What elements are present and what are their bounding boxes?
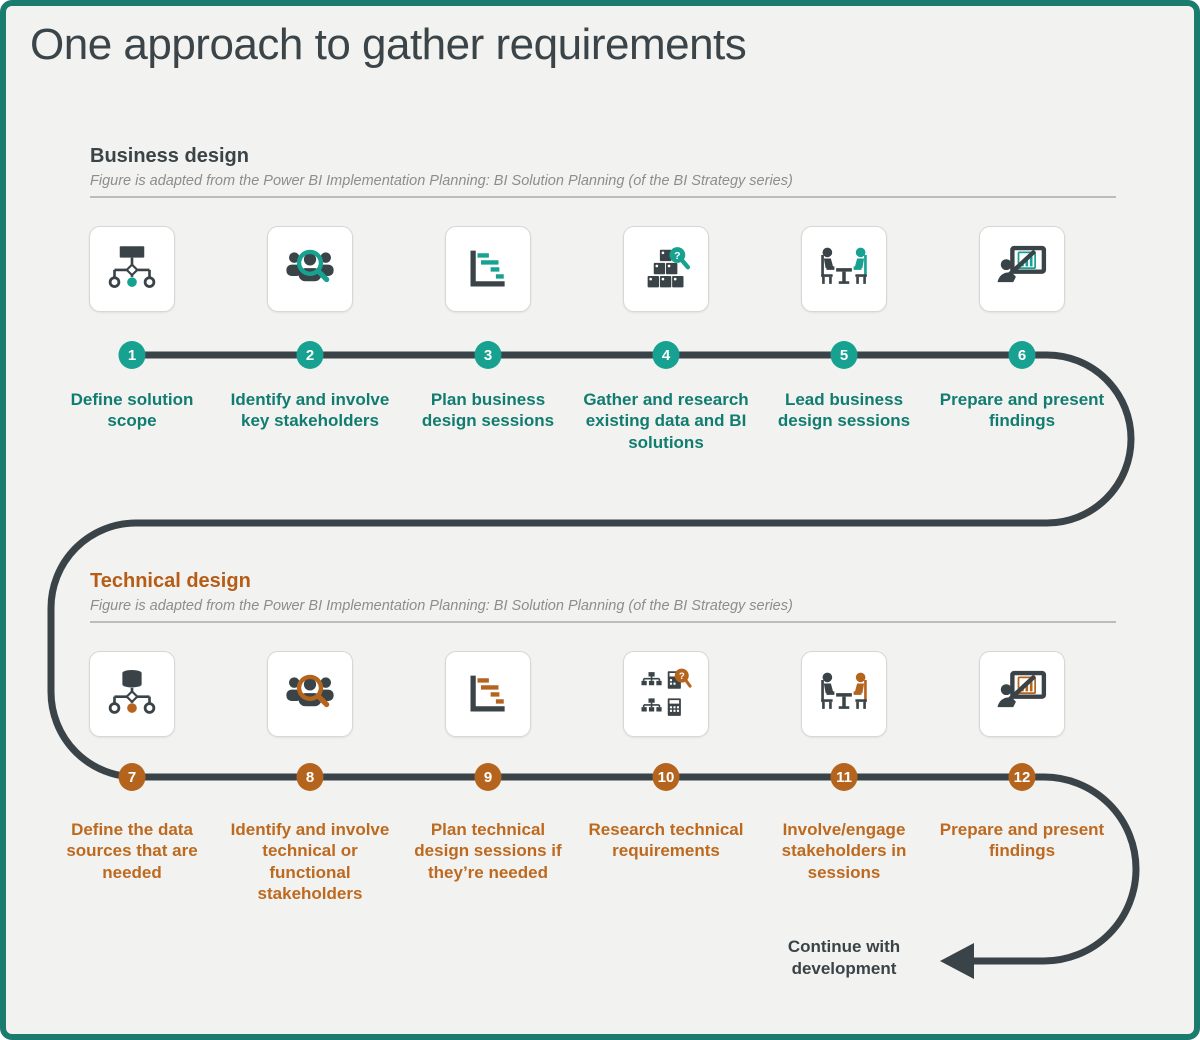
page-title: One approach to gather requirements	[30, 20, 747, 69]
continue-arrowhead	[940, 943, 974, 979]
continue-with-development-label: Continue with development	[787, 937, 901, 979]
flow-connector-line	[47, 351, 1140, 979]
